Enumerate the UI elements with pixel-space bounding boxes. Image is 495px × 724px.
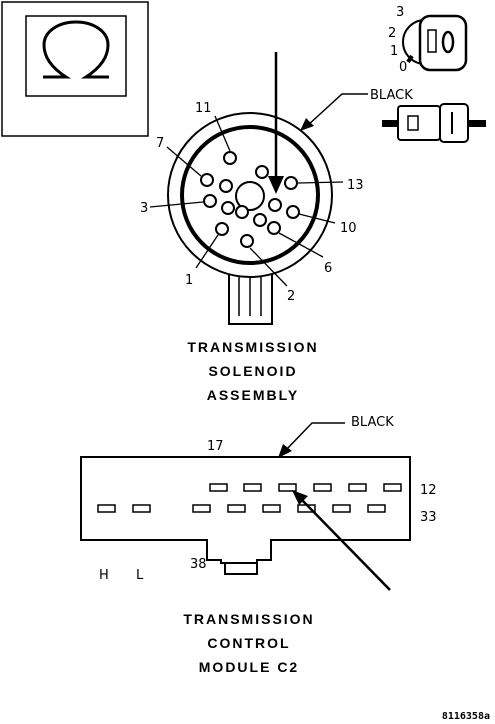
solenoid-title-line-3: ASSEMBLY [207, 387, 300, 403]
solenoid-pin-2: 2 [287, 289, 295, 304]
ignition-key-icon: 3 2 1 0 [388, 5, 468, 75]
tcm-pin-33: 33 [420, 510, 437, 525]
figure-id: 8116358a [442, 711, 490, 722]
solenoid-pin-10: 10 [340, 221, 357, 236]
solenoid-connector: 11 7 3 1 2 6 10 13 [140, 101, 364, 325]
solenoid-title: TRANSMISSION SOLENOID ASSEMBLY [187, 339, 318, 403]
solenoid-pin-6: 6 [324, 261, 332, 276]
solenoid-pin-7: 7 [156, 136, 164, 151]
solenoid-pin-13: 13 [347, 178, 364, 193]
ohmmeter-box [1, 1, 149, 137]
tcm-connector: 17 12 33 38 H L [80, 439, 437, 583]
solenoid-title-line-2: SOLENOID [208, 363, 297, 379]
tcm-pin-12: 12 [420, 483, 437, 498]
connector-icon [382, 103, 486, 143]
tcm-terminal-l: L [136, 568, 144, 583]
solenoid-pin-11: 11 [195, 101, 212, 116]
tcm-terminal-h: H [99, 568, 109, 583]
tcm-title-line-3: MODULE C2 [199, 659, 299, 675]
tcm-color-label: BLACK [351, 415, 394, 430]
ohm-symbol-icon [42, 20, 110, 79]
solenoid-cavities [200, 151, 300, 248]
solenoid-title-line-1: TRANSMISSION [187, 339, 318, 355]
tcm-color-callout: BLACK [278, 415, 394, 458]
tcm-pin-38: 38 [190, 557, 207, 572]
solenoid-probe-arrow [268, 52, 284, 194]
ignition-position-0: 0 [399, 60, 407, 75]
solenoid-color-callout: BLACK [300, 88, 413, 131]
ignition-position-2: 2 [388, 26, 396, 41]
tcm-pin-17: 17 [207, 439, 224, 454]
solenoid-pin-1: 1 [185, 273, 193, 288]
solenoid-color-label: BLACK [370, 88, 413, 103]
tcm-probe-arrow [292, 490, 391, 591]
tcm-title-line-2: CONTROL [207, 635, 290, 651]
solenoid-pin-3: 3 [140, 201, 148, 216]
tcm-title-line-1: TRANSMISSION [183, 611, 314, 627]
tcm-title: TRANSMISSION CONTROL MODULE C2 [183, 611, 314, 675]
ignition-position-1: 1 [390, 44, 398, 59]
ignition-position-3: 3 [396, 5, 404, 20]
tcm-cavities-bottom [97, 504, 386, 513]
tcm-cavities-top [209, 483, 402, 492]
